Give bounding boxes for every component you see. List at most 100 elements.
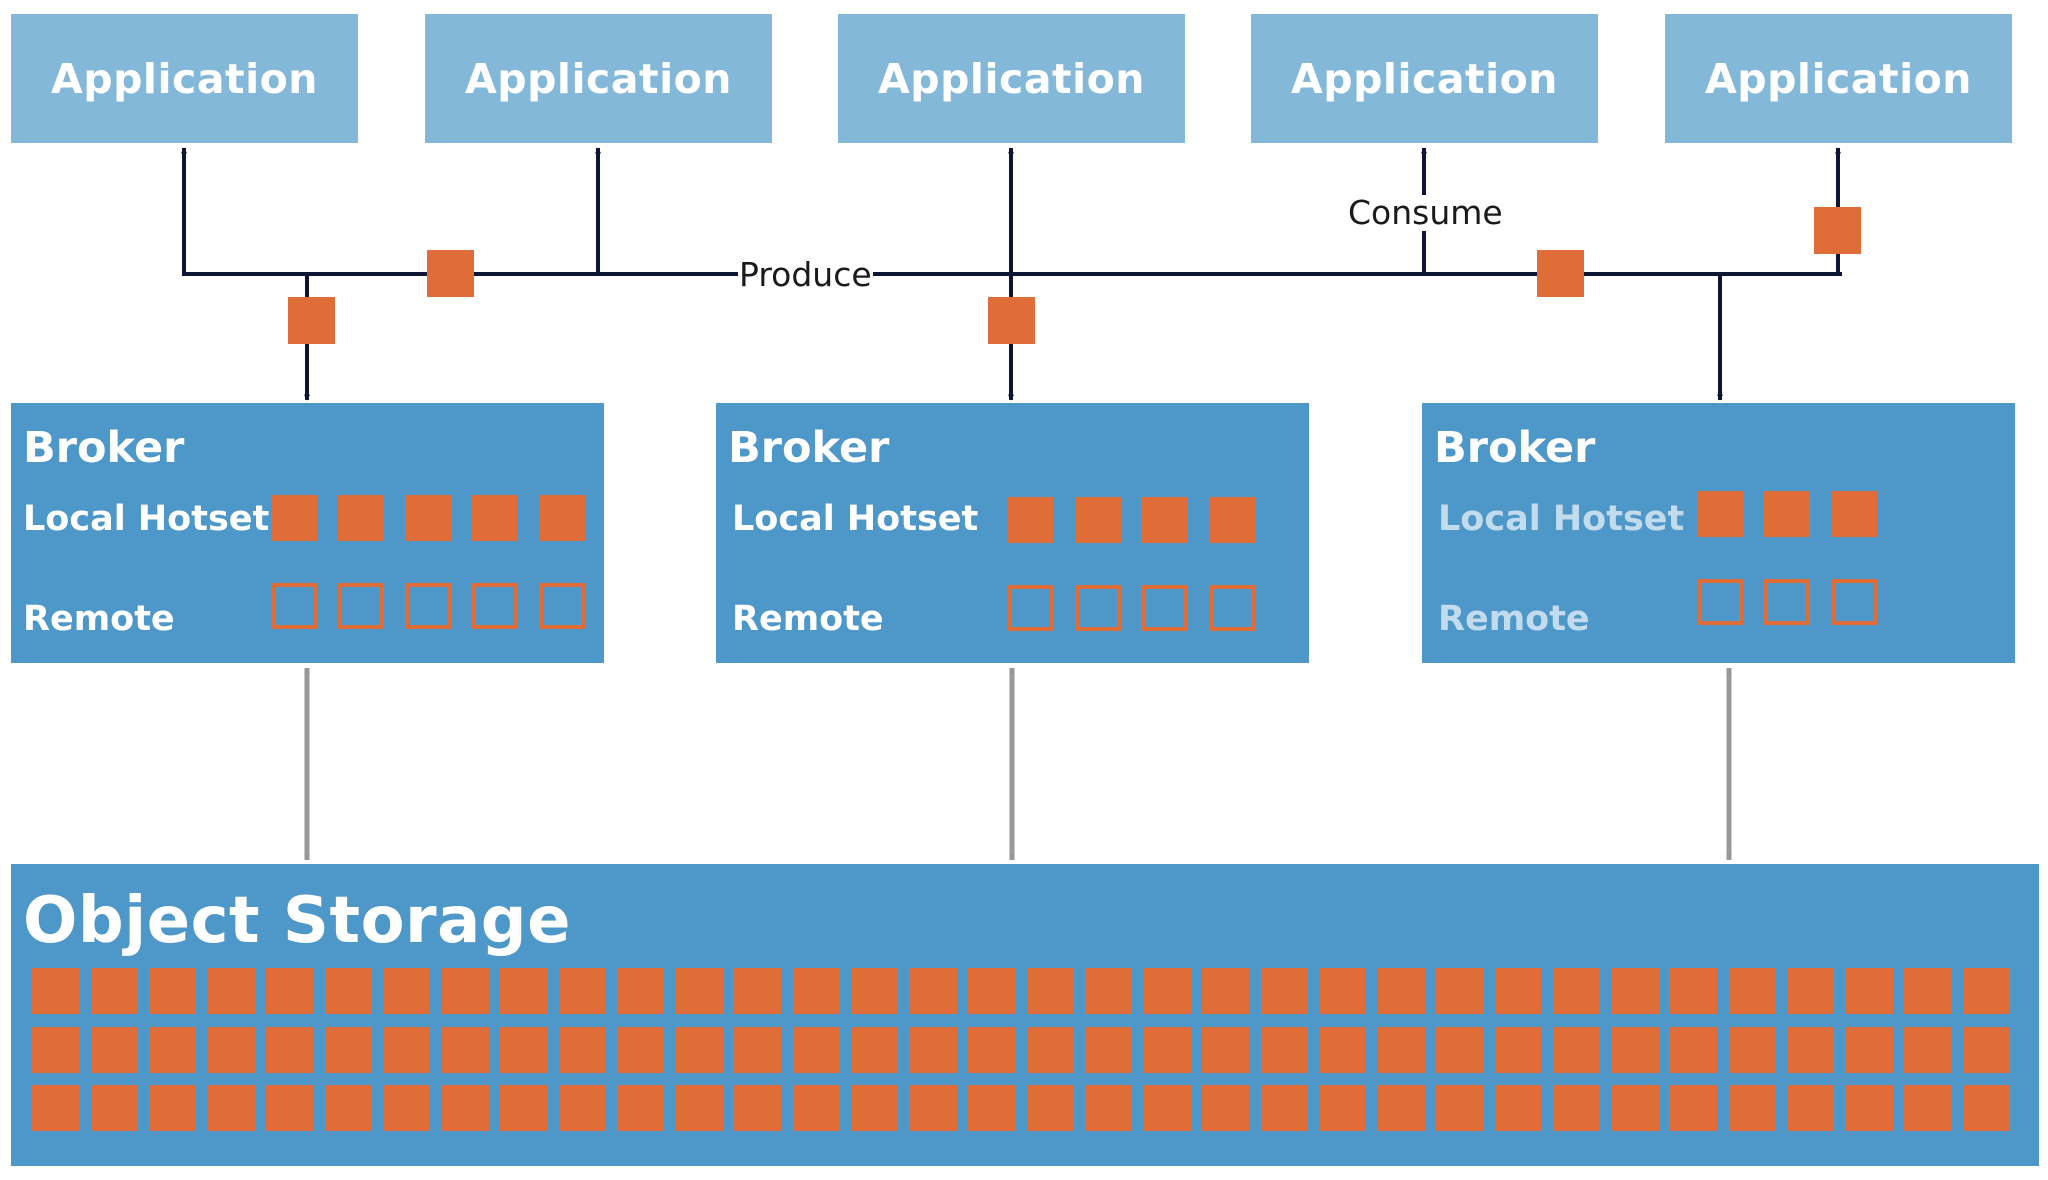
in-flight-segment bbox=[988, 297, 1035, 344]
application-box: Application bbox=[425, 14, 772, 143]
storage-segment bbox=[968, 968, 1015, 1014]
storage-segment bbox=[909, 968, 957, 1014]
storage-segment bbox=[500, 1026, 547, 1073]
storage-segment bbox=[1319, 1085, 1366, 1131]
storage-segment bbox=[1085, 1085, 1132, 1131]
application-label: Application bbox=[464, 54, 732, 103]
broker-box: Broker Local Hotset Remote bbox=[11, 403, 604, 663]
application-label: Application bbox=[1290, 54, 1558, 103]
hotset-segment bbox=[1697, 491, 1743, 537]
hotset-segment bbox=[1764, 491, 1810, 537]
storage-segment bbox=[1962, 968, 2010, 1014]
storage-segment bbox=[851, 968, 898, 1014]
application-box: Application bbox=[1665, 14, 2012, 143]
storage-segment bbox=[1436, 968, 1483, 1014]
storage-segment bbox=[1377, 1026, 1425, 1073]
storage-segment bbox=[441, 968, 489, 1014]
object-storage-title: Object Storage bbox=[23, 884, 571, 958]
storage-segment bbox=[1260, 968, 1308, 1014]
storage-segment bbox=[675, 1026, 723, 1073]
remote-label: Remote bbox=[732, 599, 884, 639]
storage-segment bbox=[1377, 1085, 1425, 1131]
hotset-segment bbox=[1075, 497, 1121, 543]
storage-segment bbox=[1670, 1026, 1717, 1073]
storage-segment bbox=[1787, 968, 1834, 1014]
storage-segment bbox=[207, 968, 255, 1014]
storage-segment bbox=[1904, 1085, 1951, 1131]
storage-segment bbox=[792, 968, 840, 1014]
remote-segment-slot bbox=[1764, 579, 1810, 625]
storage-segment bbox=[1260, 1026, 1308, 1073]
broker-box: Broker Local Hotset Remote bbox=[716, 403, 1309, 663]
storage-segment bbox=[1319, 1026, 1366, 1073]
storage-segment bbox=[675, 1085, 723, 1131]
broker-title: Broker bbox=[728, 423, 890, 473]
storage-segment bbox=[500, 1085, 547, 1131]
storage-segment bbox=[1553, 1085, 1600, 1131]
local-hotset-label: Local Hotset bbox=[1438, 499, 1685, 539]
storage-segment bbox=[1787, 1026, 1834, 1073]
storage-segment bbox=[1202, 1085, 1249, 1131]
remote-segment-slot bbox=[405, 583, 451, 629]
storage-segment bbox=[266, 1085, 313, 1131]
storage-segment bbox=[149, 968, 196, 1014]
storage-segment bbox=[500, 968, 547, 1014]
in-flight-segment bbox=[1537, 250, 1584, 297]
storage-segment bbox=[1026, 968, 1074, 1014]
hotset-segment bbox=[405, 495, 451, 541]
application-box: Application bbox=[838, 14, 1185, 143]
storage-segment bbox=[441, 1026, 489, 1073]
storage-segment bbox=[266, 968, 313, 1014]
storage-segment bbox=[909, 1085, 957, 1131]
storage-segment bbox=[968, 1085, 1015, 1131]
application-label: Application bbox=[877, 54, 1145, 103]
storage-segment bbox=[1436, 1026, 1483, 1073]
storage-segment bbox=[1904, 1026, 1951, 1073]
hotset-segment bbox=[472, 495, 518, 541]
storage-segment bbox=[90, 968, 138, 1014]
storage-segment bbox=[675, 968, 723, 1014]
storage-segment bbox=[851, 1026, 898, 1073]
storage-segment bbox=[1962, 1085, 2010, 1131]
storage-segment bbox=[383, 1085, 430, 1131]
remote-segment-slot bbox=[539, 583, 585, 629]
storage-segment bbox=[266, 1026, 313, 1073]
remote-segment-slot bbox=[1008, 585, 1054, 631]
remote-segment-slot bbox=[1209, 585, 1255, 631]
storage-segment bbox=[1611, 968, 1659, 1014]
storage-segment bbox=[1962, 1026, 2010, 1073]
local-hotset-label: Local Hotset bbox=[23, 499, 270, 539]
storage-segment bbox=[909, 1026, 957, 1073]
storage-segment bbox=[1728, 968, 1776, 1014]
storage-segment bbox=[1377, 968, 1425, 1014]
storage-segment bbox=[1553, 968, 1600, 1014]
storage-segment bbox=[149, 1085, 196, 1131]
produce-label: Produce bbox=[738, 255, 873, 294]
in-flight-segment bbox=[288, 297, 335, 344]
storage-segment bbox=[1494, 968, 1542, 1014]
storage-segment bbox=[1202, 1026, 1249, 1073]
storage-segment bbox=[207, 1085, 255, 1131]
hotset-segment bbox=[338, 495, 384, 541]
storage-segment bbox=[32, 1026, 79, 1073]
storage-segment bbox=[792, 1026, 840, 1073]
storage-segment bbox=[1670, 968, 1717, 1014]
storage-segment bbox=[1553, 1026, 1600, 1073]
hotset-segment bbox=[1209, 497, 1255, 543]
storage-segment bbox=[734, 1026, 781, 1073]
storage-segment bbox=[558, 1085, 606, 1131]
storage-segment bbox=[1494, 1085, 1542, 1131]
storage-segment bbox=[1085, 1026, 1132, 1073]
remote-segment-slot bbox=[1142, 585, 1188, 631]
storage-segment bbox=[383, 1026, 430, 1073]
storage-segment bbox=[1143, 968, 1191, 1014]
remote-segment-slot bbox=[472, 583, 518, 629]
storage-segment bbox=[1143, 1026, 1191, 1073]
storage-segment bbox=[1787, 1085, 1834, 1131]
storage-segment bbox=[1728, 1026, 1776, 1073]
storage-segment bbox=[1026, 1085, 1074, 1131]
object-storage: Object Storage bbox=[11, 864, 2039, 1166]
storage-segment bbox=[1319, 968, 1366, 1014]
application-box: Application bbox=[1251, 14, 1598, 143]
